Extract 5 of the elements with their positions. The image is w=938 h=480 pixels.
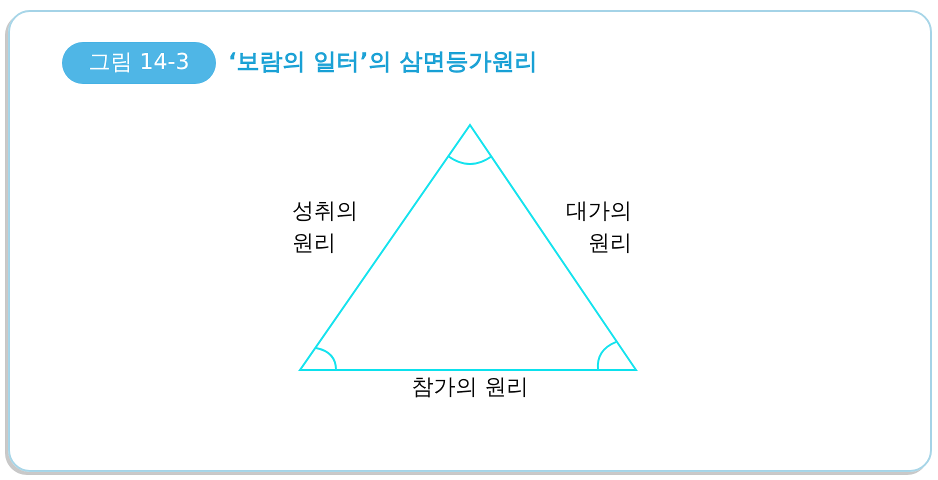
side-label: 대가의 원리 bbox=[565, 198, 632, 258]
side-label: 참가의 원리 bbox=[410, 374, 530, 402]
figure-number: 그림 14-3 bbox=[62, 42, 216, 84]
side-label: 성취의 원리 bbox=[292, 198, 359, 258]
figure-title: ‘보람의 일터’의 삼면등가원리 bbox=[228, 48, 538, 77]
